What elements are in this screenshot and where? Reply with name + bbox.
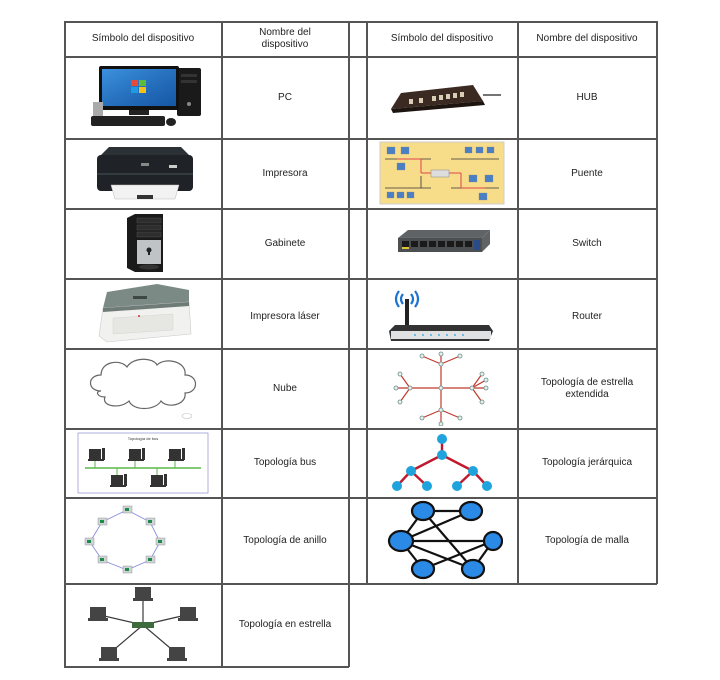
table-border (348, 21, 657, 23)
hub-icon (385, 78, 505, 118)
table-border (366, 21, 368, 584)
table-border (64, 348, 349, 350)
bus-topology-icon: Topología de bus (76, 431, 210, 494)
extended-star-topology-icon (386, 350, 496, 426)
table-border (348, 208, 657, 210)
table-border (64, 497, 349, 499)
table-border (348, 348, 657, 350)
device-name-bus: Topología bus (253, 457, 317, 468)
switch-icon (390, 224, 495, 260)
router-icon (385, 284, 495, 346)
table-border (64, 21, 66, 667)
header-right-symbol: Símbolo del dispositivo (390, 33, 494, 44)
table-border (348, 138, 657, 140)
table-border (348, 583, 657, 585)
device-name-switch: Switch (572, 237, 602, 249)
table-border (348, 56, 657, 58)
laser-printer-icon (88, 281, 203, 345)
device-name-mesh: Topología de malla (545, 534, 629, 546)
table-border (348, 278, 657, 280)
header-right-name: Nombre del dispositivo (536, 33, 638, 44)
table-border (64, 138, 349, 140)
device-name-router: Router (571, 311, 602, 322)
table-border (64, 666, 349, 668)
table-border (348, 21, 350, 667)
table-border (64, 56, 349, 58)
device-name-printer: Impresora (262, 167, 308, 179)
mesh-topology-icon (380, 499, 506, 581)
table-border (517, 21, 519, 584)
device-name-tower: Gabinete (264, 237, 306, 249)
table-border (348, 428, 657, 430)
device-name-extended-star: Topología de estrella extendida (540, 376, 634, 400)
star-topology-icon (84, 585, 202, 665)
header-left-symbol: Símbolo del dispositivo (91, 33, 195, 44)
device-name-bridge: Puente (571, 167, 603, 179)
device-name-hierarchical: Topología jerárquica (541, 457, 633, 468)
table-border (64, 21, 349, 23)
device-name-laser-printer: Impresora láser (250, 311, 320, 322)
table-border (656, 21, 658, 584)
device-name-star: Topología en estrella (238, 619, 332, 630)
table-border (348, 497, 657, 499)
bridge-icon (378, 141, 506, 205)
device-name-cloud: Nube (273, 382, 297, 394)
header-left-name: Nombre del dispositivo (259, 27, 311, 50)
device-name-hub: HUB (576, 91, 598, 103)
table-border (64, 583, 349, 585)
hierarchical-topology-icon (388, 432, 496, 494)
device-name-ring: Topología de anillo (243, 534, 327, 546)
table-border (64, 278, 349, 280)
table-border (221, 21, 223, 667)
cloud-icon (80, 352, 205, 424)
printer-icon (85, 142, 205, 204)
table-border (64, 208, 349, 210)
bus-diagram-caption: Topología de bus (128, 436, 158, 441)
ring-topology-icon (72, 502, 172, 578)
pc-icon (80, 62, 210, 132)
table-border (64, 428, 349, 430)
device-name-pc: PC (278, 91, 292, 103)
tower-case-icon (110, 211, 180, 275)
